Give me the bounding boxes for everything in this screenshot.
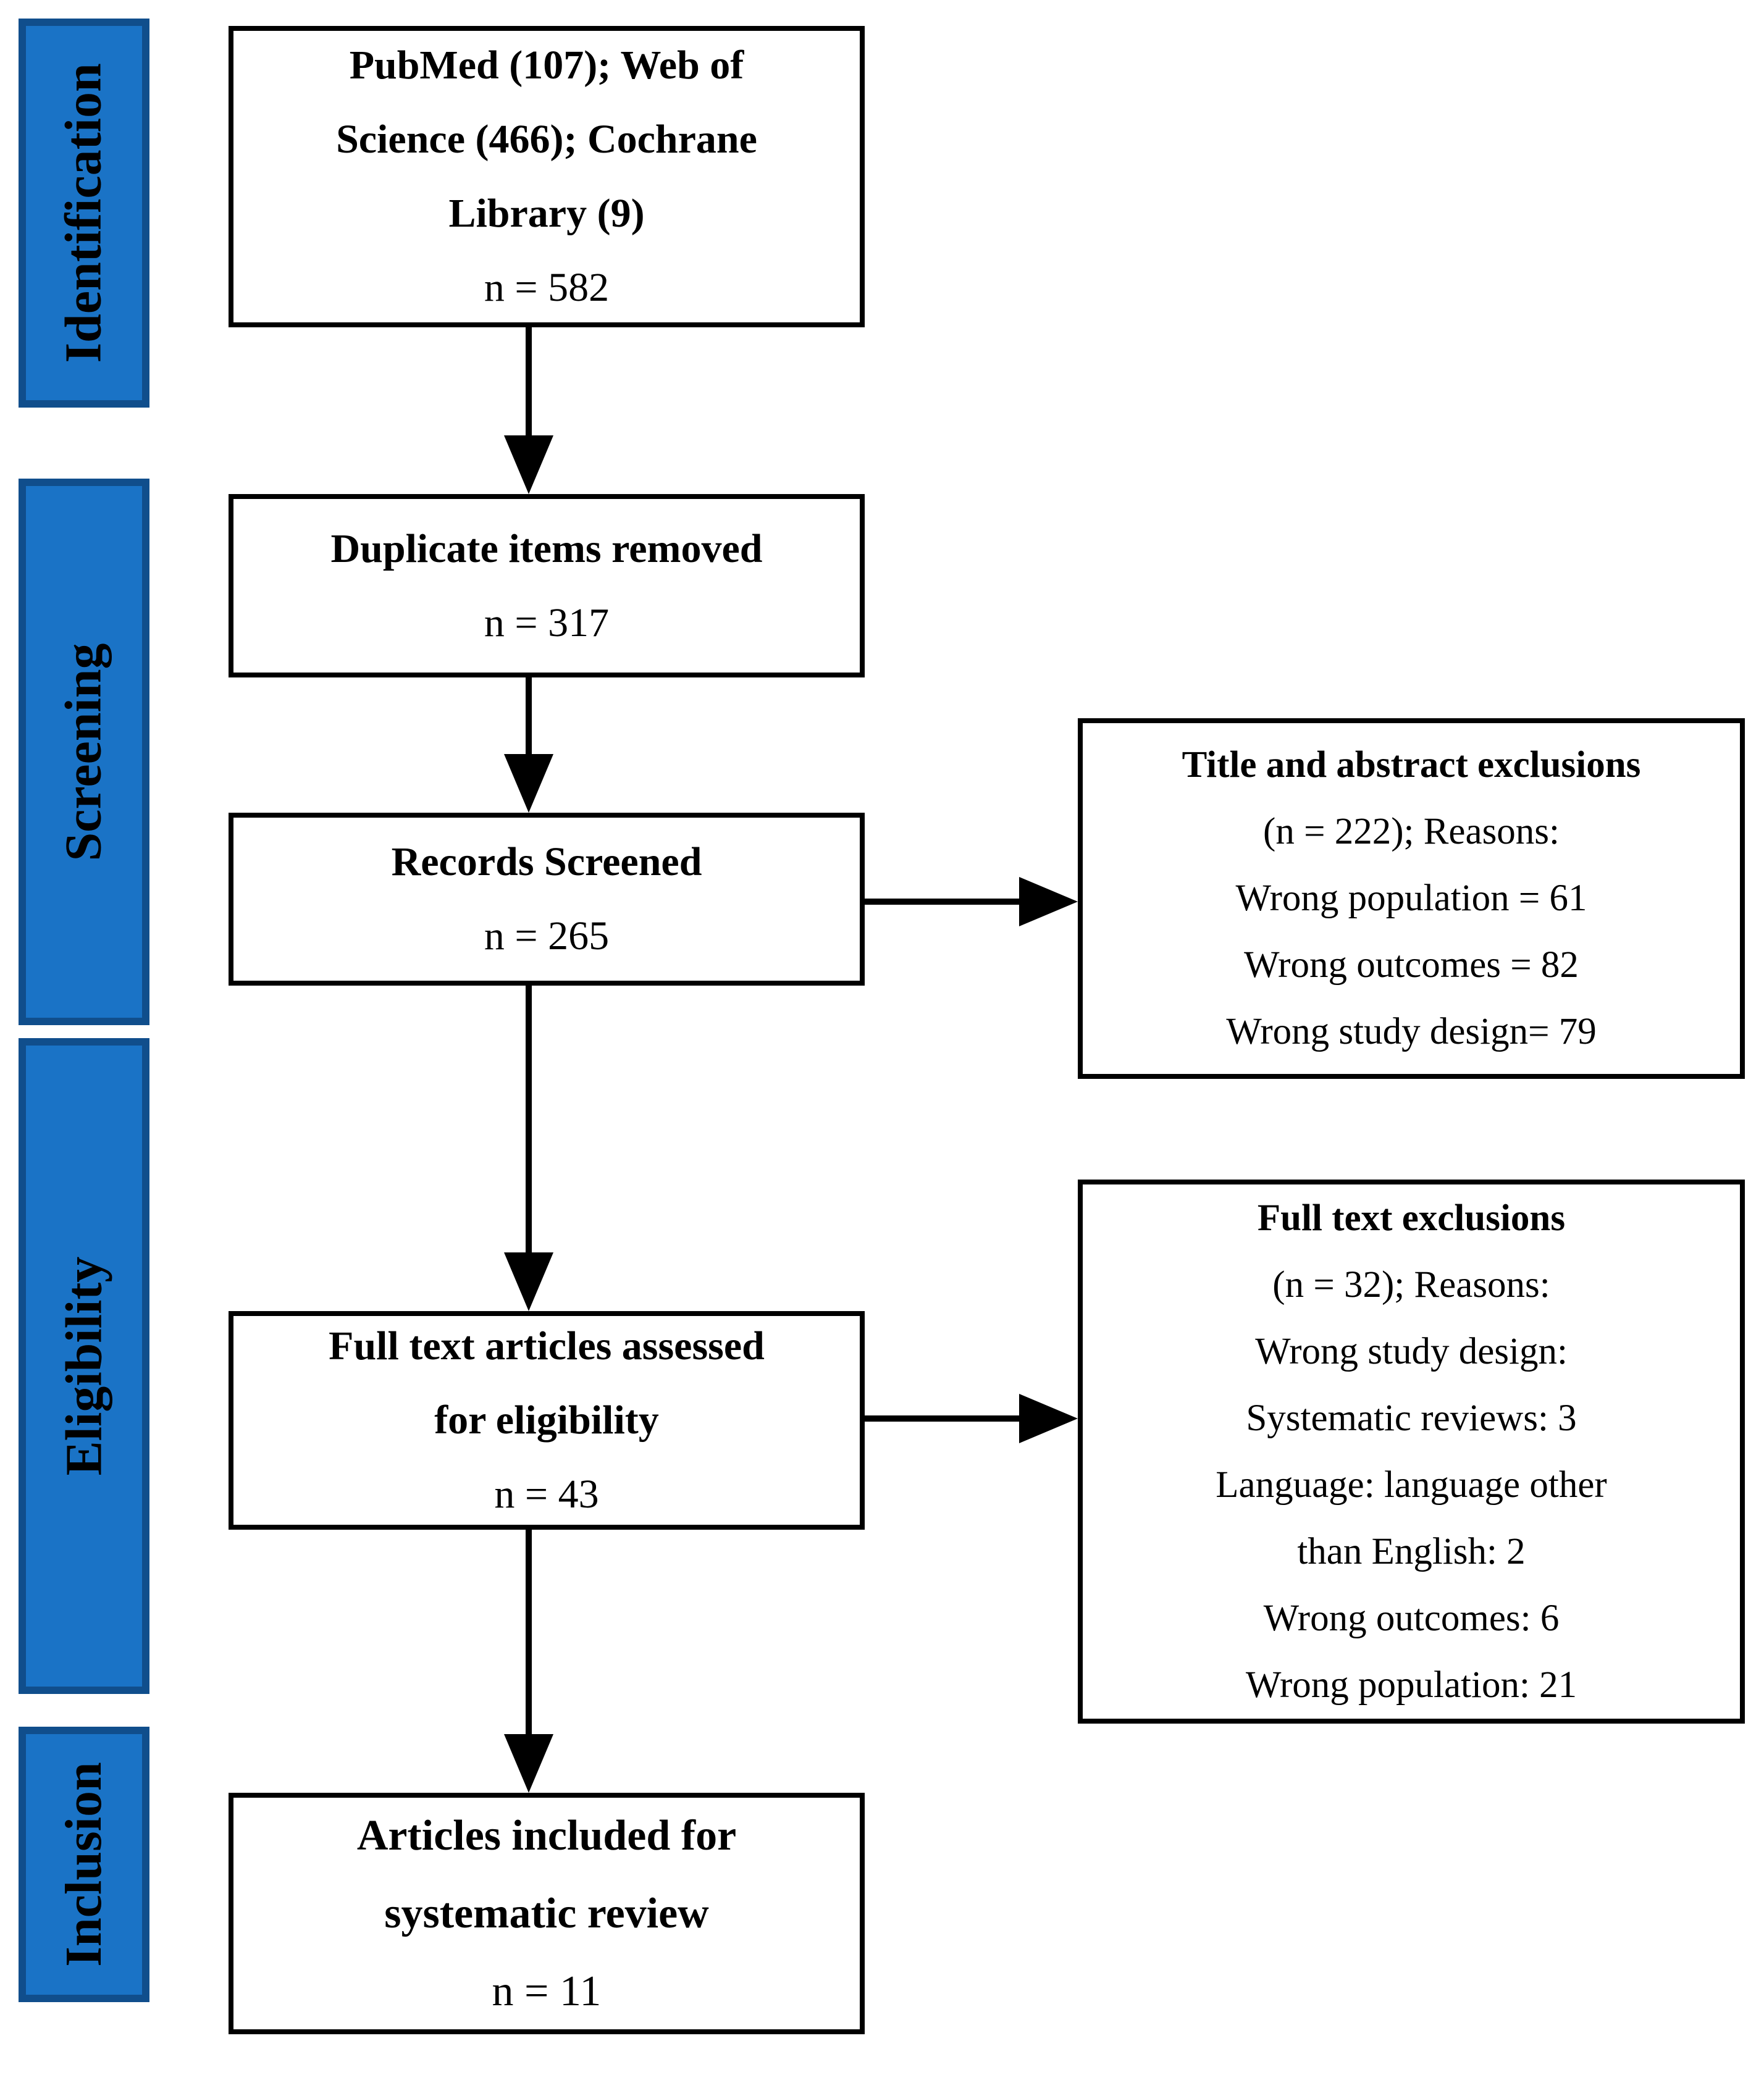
box-duplicates-removed: Duplicate items removed n = 317 <box>229 494 865 677</box>
box-title-abstract-exclusions: Title and abstract exclusions (n = 222);… <box>1078 718 1745 1079</box>
box-fulltext-line-2: for eligibility <box>434 1398 659 1443</box>
box-included-line-1: Articles included for <box>356 1811 737 1859</box>
ft-exclusions-line-7: Wrong population: 21 <box>1245 1664 1577 1706</box>
ta-exclusions-title: Title and abstract exclusions <box>1182 744 1641 786</box>
ta-exclusions-line-4: Wrong study design= 79 <box>1226 1011 1597 1052</box>
arrow-right-screened-to-title-abstract-exclusions <box>865 899 1019 905</box>
box-screened-n-value: n = 265 <box>484 913 610 958</box>
box-sources-line-1: PubMed (107); Web of <box>349 43 744 88</box>
stage-eligibility: Eligibility <box>19 1038 149 1694</box>
box-duplicates-line-1: Duplicate items removed <box>330 526 763 571</box>
box-fulltext-assessed: Full text articles assessed for eligibil… <box>229 1311 865 1530</box>
box-sources-line-2: Science (466); Cochrane <box>336 117 757 162</box>
box-fulltext-n-value: n = 43 <box>494 1472 599 1517</box>
ft-exclusions-line-4: Language: language other <box>1216 1464 1607 1506</box>
stage-eligibility-label: Eligibility <box>55 1256 112 1476</box>
arrow-down-screened-to-fulltext <box>526 986 532 1252</box>
ta-exclusions-line-2: Wrong population = 61 <box>1235 878 1587 919</box>
arrow-down-sources-to-duplicates <box>526 327 532 435</box>
box-sources-n-value: n = 582 <box>484 265 610 310</box>
stage-inclusion: Inclusion <box>19 1727 149 2002</box>
ft-exclusions-line-6: Wrong outcomes: 6 <box>1263 1597 1560 1639</box>
ta-exclusions-line-3: Wrong outcomes = 82 <box>1244 944 1579 986</box>
stage-identification: Identification <box>19 19 149 408</box>
box-database-sources: PubMed (107); Web of Science (466); Coch… <box>229 26 865 327</box>
box-fulltext-exclusions: Full text exclusions (n = 32); Reasons: … <box>1078 1180 1745 1724</box>
stage-inclusion-label: Inclusion <box>55 1762 112 1967</box>
ft-exclusions-title: Full text exclusions <box>1257 1197 1566 1239</box>
ta-exclusions-line-1: (n = 222); Reasons: <box>1263 811 1560 852</box>
stage-identification-label: Identification <box>55 63 112 363</box>
box-screened-line-1: Records Screened <box>391 839 702 884</box>
box-duplicates-n-value: n = 317 <box>484 600 610 645</box>
box-sources-line-3: Library (9) <box>448 191 645 236</box>
ft-exclusions-line-1: (n = 32); Reasons: <box>1272 1264 1550 1306</box>
ft-exclusions-line-5: than English: 2 <box>1297 1530 1526 1572</box>
arrow-down-duplicates-to-screened <box>526 677 532 754</box>
box-included-line-2: systematic review <box>384 1889 709 1937</box>
ft-exclusions-line-2: Wrong study design: <box>1255 1330 1568 1372</box>
stage-screening: Screening <box>19 479 149 1025</box>
box-fulltext-line-1: Full text articles assessed <box>329 1323 765 1369</box>
box-included-n-value: n = 11 <box>492 1967 602 2015</box>
box-articles-included: Articles included for systematic review … <box>229 1793 865 2034</box>
box-records-screened: Records Screened n = 265 <box>229 813 865 986</box>
arrow-right-fulltext-to-fulltext-exclusions <box>865 1415 1019 1422</box>
stage-screening-label: Screening <box>55 642 113 861</box>
ft-exclusions-line-3: Systematic reviews: 3 <box>1246 1397 1577 1439</box>
arrow-down-fulltext-to-included <box>526 1530 532 1734</box>
